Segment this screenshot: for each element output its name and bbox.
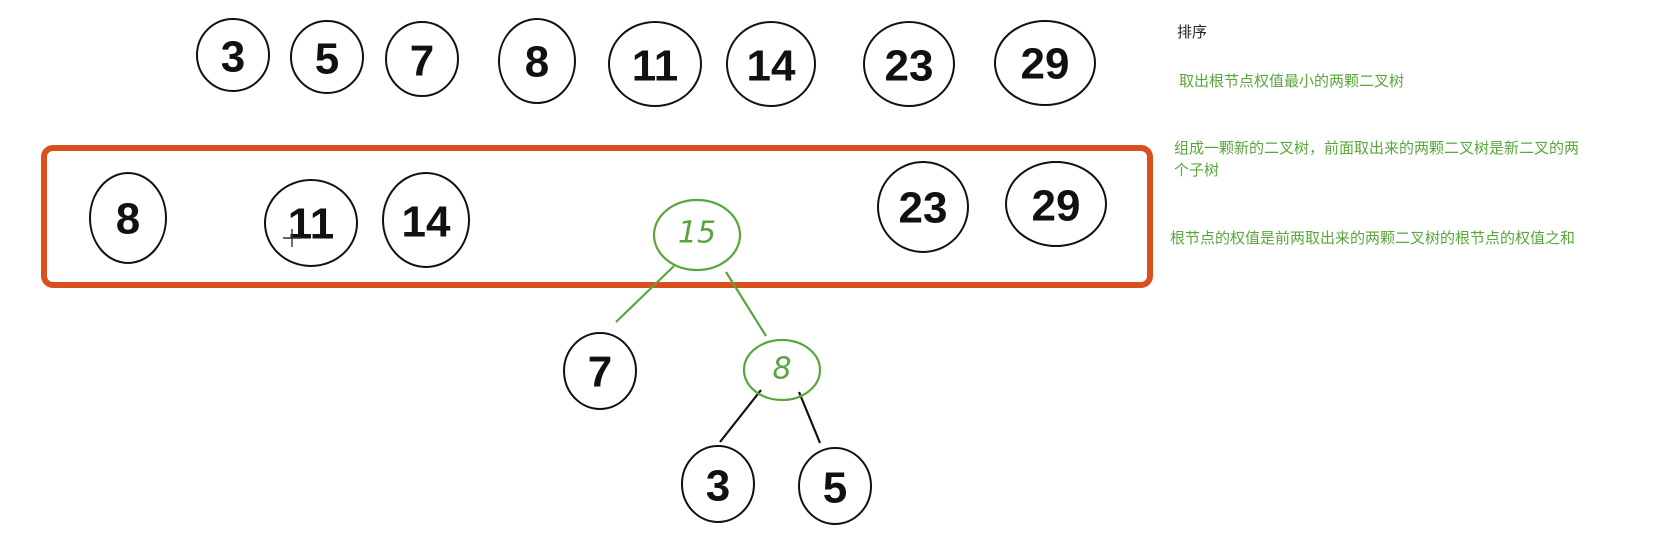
boxed-node-23-label: 23 <box>899 184 948 233</box>
node-8-label: 8 <box>525 38 549 87</box>
tree-node-5 <box>798 447 872 525</box>
tree-node-8 <box>742 338 822 402</box>
boxed-node-23 <box>877 161 969 253</box>
node-3-label: 3 <box>221 33 245 82</box>
node-14 <box>726 21 816 107</box>
crosshair-cursor-icon <box>283 229 301 247</box>
tree-root-15-label: 15 <box>678 216 716 251</box>
highlight-box <box>41 145 1153 288</box>
node-3 <box>196 18 270 92</box>
edge-15-7 <box>615 265 675 323</box>
node-23 <box>863 21 955 107</box>
boxed-node-14-label: 14 <box>402 198 451 247</box>
note-step3: 根节点的权值是前两取出来的两颗二叉树的根节点的权值之和 <box>1170 229 1576 247</box>
tree-node-8-label: 8 <box>772 352 791 387</box>
node-23-label: 23 <box>885 42 934 91</box>
tree-node-5-label: 5 <box>823 464 847 513</box>
node-29-label: 29 <box>1021 40 1070 89</box>
node-7-label: 7 <box>410 37 434 86</box>
boxed-node-29-label: 29 <box>1032 182 1081 231</box>
node-8 <box>498 18 576 104</box>
tree-node-3-label: 3 <box>706 462 730 511</box>
boxed-node-11-label: 11 <box>288 200 335 249</box>
boxed-node-8 <box>89 172 167 264</box>
tree-root-15 <box>652 198 742 272</box>
node-5-label: 5 <box>315 35 339 84</box>
node-14-label: 14 <box>747 42 796 91</box>
boxed-node-11 <box>264 179 358 267</box>
tree-node-7-label: 7 <box>588 348 612 397</box>
tree-node-7 <box>563 332 637 410</box>
note-step1: 取出根节点权值最小的两颗二叉树 <box>1179 72 1405 90</box>
node-29 <box>994 20 1096 106</box>
tree-node-3 <box>681 445 755 523</box>
note-sort: 排序 <box>1177 23 1208 41</box>
edge-15-8 <box>725 271 767 337</box>
boxed-row: 8 11 14 23 29 <box>89 161 1107 268</box>
node-7 <box>385 21 459 97</box>
sorted-row: 3 5 7 8 11 14 23 29 <box>196 18 1096 107</box>
edge-8-3 <box>719 389 762 443</box>
note-step2: 组成一颗新的二叉树，前面取出来的两颗二叉树是新二叉的两个子树 <box>1174 139 1580 179</box>
edge-8-5 <box>797 391 822 444</box>
node-5 <box>290 20 364 94</box>
boxed-node-8-label: 8 <box>116 195 140 244</box>
new-tree: 15 7 8 3 5 <box>563 198 872 525</box>
boxed-node-14 <box>382 172 470 268</box>
boxed-node-29 <box>1005 161 1107 247</box>
node-11 <box>608 21 702 107</box>
node-11-label: 11 <box>632 42 679 91</box>
